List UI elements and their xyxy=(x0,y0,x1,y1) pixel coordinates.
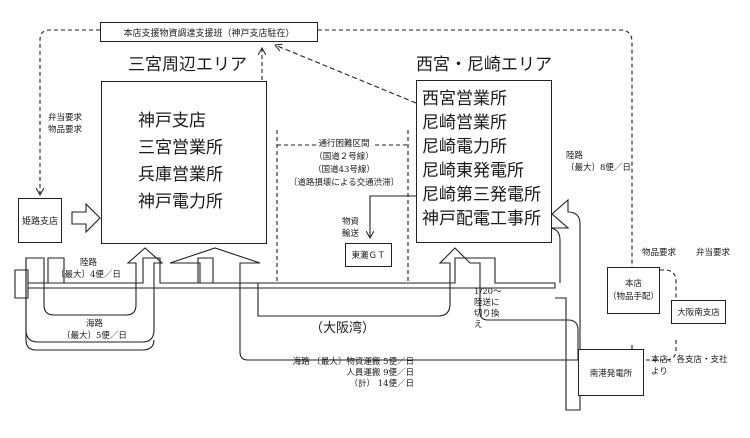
route-text: 〔最大〕8便／日 xyxy=(566,163,631,173)
request-text: 弁当要求 xyxy=(48,113,83,123)
land-left-label: 陸路 〔最大〕4便／日 xyxy=(56,257,121,281)
congestion-road: （国道43号線） xyxy=(313,165,375,175)
sea-text: （計） 14便／日 xyxy=(349,379,414,389)
land-route-right xyxy=(547,198,581,411)
node-higashinada: 東灘ＧＴ xyxy=(345,243,392,267)
office-item: 三宮営業所 xyxy=(138,138,223,158)
congestion-road: （国道２号線） xyxy=(314,152,374,162)
sea-left-label: 海路 〔最大〕5便／日 xyxy=(62,318,127,342)
supply-text: 輸送 xyxy=(342,229,360,239)
node-nanko-label: 南港発電所 xyxy=(589,368,633,379)
land-right-label: 陸路 〔最大〕8便／日 xyxy=(566,150,631,174)
area-title-nishinomiya: 西宮・尼崎エリア xyxy=(416,55,552,75)
node-honten-sublabel: （物品手配） xyxy=(608,291,660,302)
land-route-left xyxy=(25,247,164,343)
node-higashinada-label: 東灘ＧＴ xyxy=(351,251,386,261)
request-text: 物品要求 xyxy=(48,125,83,135)
switch-text: 1/20～ xyxy=(474,287,502,297)
sea-text: 海路 〔最大〕物資運搬 5便／日 xyxy=(292,357,414,367)
route-text: 〔最大〕4便／日 xyxy=(56,270,121,280)
node-nanko: 南港発電所 xyxy=(578,349,644,396)
congestion-title: 通行困難区間 xyxy=(316,138,372,151)
route-text: 海路 xyxy=(85,319,103,329)
goods-request-label: 物品要求 xyxy=(642,248,677,258)
request-line-himeji xyxy=(40,29,100,195)
congestion-label: 通行困難区間 （国道２号線） （国道43号線） 〔道路損壊による交通渋滞〕 xyxy=(285,138,403,190)
congestion-reason: 〔道路損壊による交通渋滞〕 xyxy=(288,178,400,188)
area-box-nishinomiya: 西宮営業所 尼崎営業所 尼崎電力所 尼崎東発電所 尼崎第三発電所 神戸配電工事所 xyxy=(416,80,552,243)
office-item: 尼崎電力所 xyxy=(422,137,507,157)
office-item: 西宮営業所 xyxy=(422,89,507,109)
route-text: 陸路 xyxy=(566,151,584,161)
office-item: 神戸支店 xyxy=(138,111,206,131)
switch-text: 陸送に xyxy=(474,298,500,308)
area-box-sannomiya: 神戸支店 三宮営業所 兵庫営業所 神戸電力所 xyxy=(101,81,267,244)
bento-request-label: 弁当要求 xyxy=(696,248,731,258)
office-item: 尼崎営業所 xyxy=(422,113,507,133)
node-honten: 本店 （物品手配） xyxy=(607,267,660,314)
report-line-nishinomiya xyxy=(275,45,417,104)
himeji-arrow xyxy=(71,202,101,234)
node-himeji: 姫路支店 xyxy=(18,198,62,243)
office-list-sannomiya: 神戸支店 三宮営業所 兵庫営業所 神戸電力所 xyxy=(138,108,223,216)
office-item: 尼崎第三発電所 xyxy=(422,185,541,205)
node-honten-label: 本店 xyxy=(624,278,642,289)
left-requests-label: 弁当要求 物品要求 xyxy=(48,112,82,136)
office-item: 神戸電力所 xyxy=(138,192,223,212)
route-text: 陸路 xyxy=(79,258,97,268)
office-list-nishinomiya: 西宮営業所 尼崎営業所 尼崎電力所 尼崎東発電所 尼崎第三発電所 神戸配電工事所 xyxy=(422,87,541,231)
office-item: 兵庫営業所 xyxy=(138,165,223,185)
from-text: より xyxy=(651,367,668,377)
node-osaka-minami: 大阪南支店 xyxy=(671,300,726,324)
sea-text: 人員運搬 9便／日 xyxy=(346,368,414,378)
osaka-bay-label: （大阪湾） xyxy=(310,321,376,336)
from-text: 本店、各支店・支社 xyxy=(651,355,728,365)
switch-text: 切り換 xyxy=(474,309,500,319)
switch-text: え xyxy=(474,320,483,330)
node-himeji-label: 姫路支店 xyxy=(21,217,58,227)
office-item: 尼崎東発電所 xyxy=(422,161,524,181)
from-branches-label: 本店、各支店・支社 より xyxy=(651,354,728,378)
office-item: 神戸配電工事所 xyxy=(422,209,541,229)
sea-route-arrow-sannomiya xyxy=(169,247,579,361)
supply-text: 物資 xyxy=(342,217,360,227)
supply-transport-label: 物資 輸送 xyxy=(342,216,359,240)
sea-main-label: 海路 〔最大〕物資運搬 5便／日 人員運搬 9便／日 （計） 14便／日 xyxy=(286,357,414,390)
route-text: 〔最大〕5便／日 xyxy=(62,331,127,341)
switch-label: 1/20～ 陸送に 切り換 え xyxy=(474,287,502,331)
support-team-box: 本店支援物資調達支援班（神戸支店駐在） xyxy=(100,22,318,42)
area-title-sannomiya: 三宮周辺エリア xyxy=(128,55,247,75)
sea-route-left xyxy=(25,258,155,351)
support-team-label: 本店支援物資調達支援班（神戸支店駐在） xyxy=(123,28,295,39)
node-osaka-minami-label: 大阪南支店 xyxy=(677,308,720,318)
